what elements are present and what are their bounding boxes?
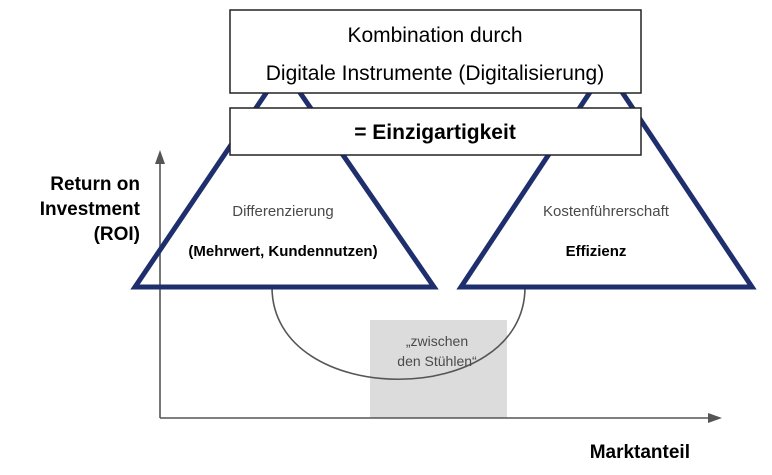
result-box (229, 107, 642, 156)
connecting-curve (271, 286, 526, 380)
right-triangle (456, 63, 757, 290)
left-triangle (130, 63, 439, 290)
x-axis-label: Marktanteil (590, 442, 690, 463)
middle-zone-line1: „zwischen (406, 333, 468, 349)
result-text: = Einzigartigkeit (354, 121, 516, 144)
header-box (229, 9, 642, 94)
left-triangle-title: Differenzierung (232, 203, 333, 220)
y-axis-label-line1: Return on (50, 174, 140, 195)
middle-zone-line2: den Stühlen“ (397, 353, 477, 369)
y-axis-label-line2: Investment (40, 199, 141, 220)
right-triangle-subtitle: Effizienz (566, 243, 627, 260)
y-axis-label-line3: (ROI) (94, 224, 140, 245)
x-axis-arrow (708, 413, 722, 423)
right-triangle-title: Kostenführerschaft (543, 203, 670, 220)
middle-zone-box (370, 320, 507, 418)
y-axis-arrow (155, 150, 165, 164)
header-line1: Kombination durch (347, 24, 522, 47)
left-triangle-subtitle: (Mehrwert, Kundennutzen) (188, 243, 377, 260)
header-line2: Digitale Instrumente (Digitalisierung) (266, 62, 604, 85)
